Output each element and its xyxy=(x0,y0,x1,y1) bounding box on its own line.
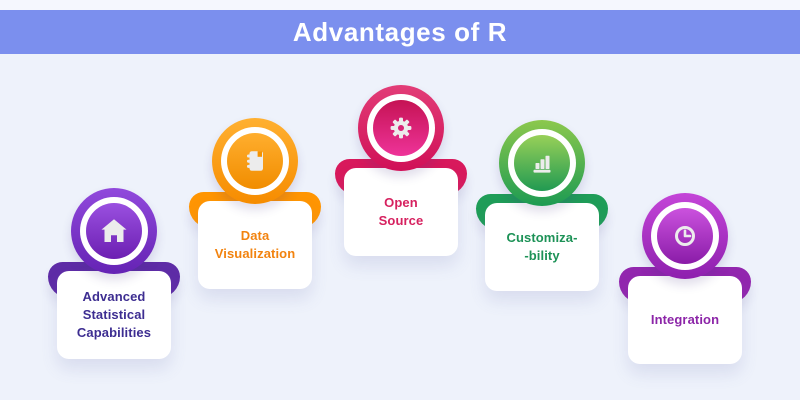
card-badge xyxy=(71,188,157,274)
card-advanced-statistical-capabilities: Advanced Statistical Capabilities xyxy=(39,188,189,368)
card-badge xyxy=(212,118,298,204)
card-label: Customiza- -bility xyxy=(506,230,578,263)
home-icon xyxy=(99,216,129,246)
bar-chart-icon xyxy=(527,148,557,178)
card-label: Data Visualization xyxy=(214,228,296,261)
card-open-source: Open Source xyxy=(326,85,476,265)
card-body: Customiza- -bility xyxy=(485,203,599,291)
card-body: Integration xyxy=(628,276,742,364)
card-body: Data Visualization xyxy=(198,201,312,289)
card-label: Advanced Statistical Capabilities xyxy=(76,289,152,340)
card-badge xyxy=(642,193,728,279)
card-body: Advanced Statistical Capabilities xyxy=(57,271,171,359)
card-body: Open Source xyxy=(344,168,458,256)
card-badge xyxy=(499,120,585,206)
card-label: Open Source xyxy=(378,195,424,228)
card-customizability: Customiza- -bility xyxy=(467,120,617,300)
card-badge xyxy=(358,85,444,171)
gear-icon xyxy=(386,113,416,143)
card-integration: Integration xyxy=(610,193,760,373)
notebook-icon xyxy=(240,146,270,176)
header-band: Advantages of R xyxy=(0,10,800,54)
top-strip xyxy=(0,0,800,10)
clock-icon xyxy=(670,221,700,251)
page-title: Advantages of R xyxy=(292,16,508,47)
card-label: Integration xyxy=(650,312,720,328)
card-data-visualization: Data Visualization xyxy=(180,118,330,298)
